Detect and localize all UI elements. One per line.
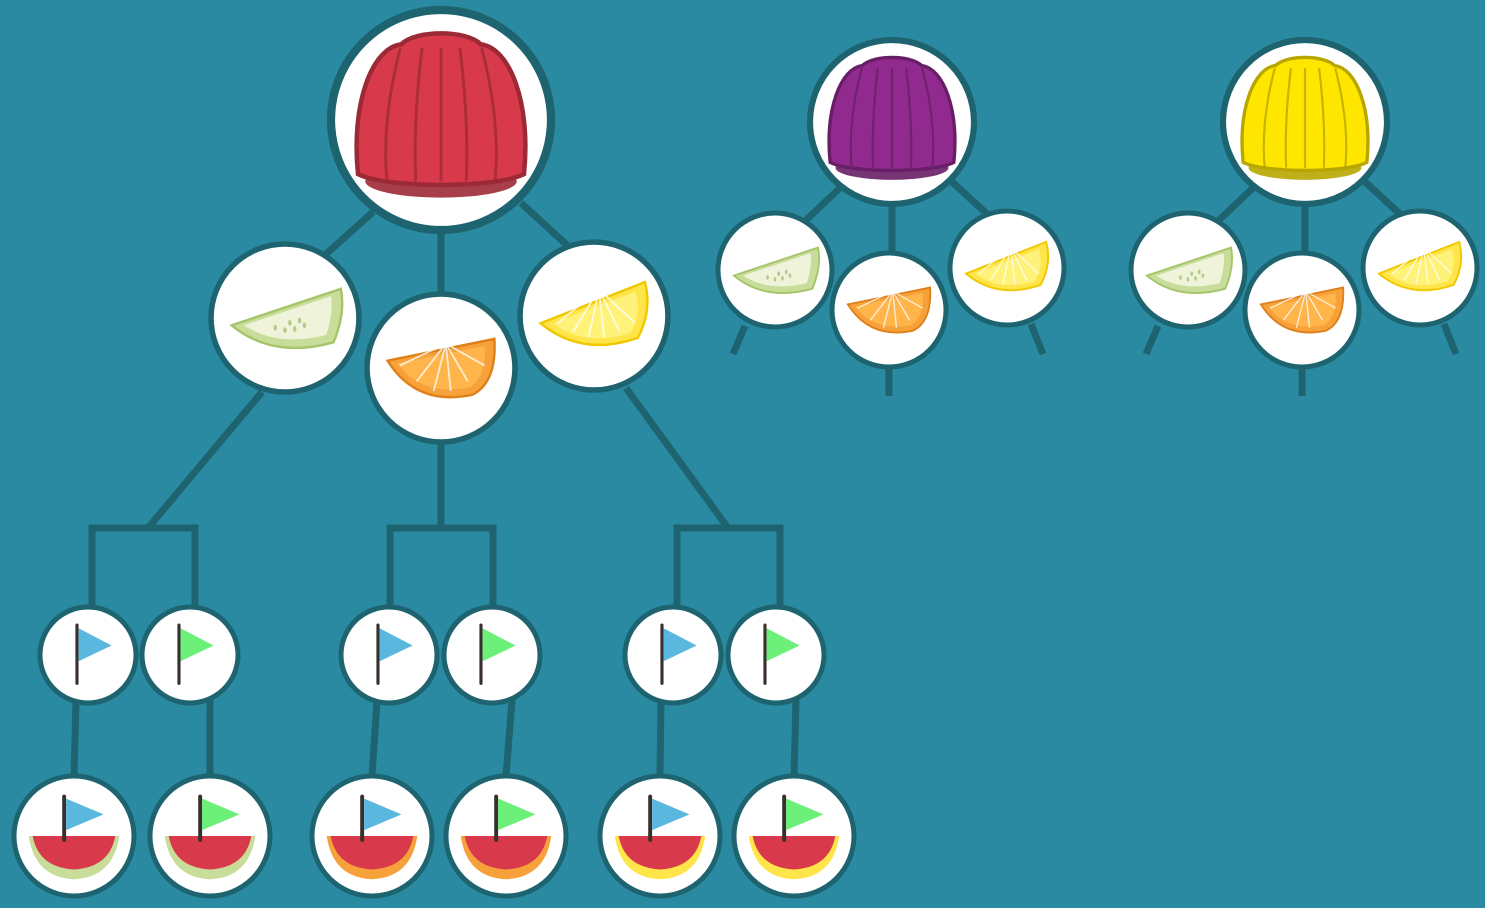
tree-nodes — [11, 5, 1480, 899]
watermelon-boat-icon — [164, 794, 256, 880]
fruit-node-orange — [364, 291, 518, 445]
root-node-red — [326, 5, 556, 235]
branch-line — [70, 699, 80, 777]
watermelon-boat-icon — [326, 794, 418, 880]
lemon-slice-icon — [538, 280, 649, 347]
lemon-slice-icon — [1377, 240, 1463, 292]
branch-stub — [1440, 322, 1460, 356]
branch-bracket — [88, 524, 199, 608]
branch-line — [656, 699, 665, 777]
fruit-node-lemon-tree2 — [947, 208, 1067, 328]
branch-stub — [1027, 322, 1047, 356]
orange-slice-icon — [1259, 286, 1345, 334]
melon-slice-icon — [731, 246, 820, 294]
fruit-node-melon-tree3 — [1128, 210, 1248, 330]
root-node-purple — [806, 36, 978, 208]
jelly-icon — [354, 31, 528, 198]
lemon-slice-icon — [964, 240, 1050, 292]
watermelon-boat-icon — [28, 794, 120, 880]
branch-bracket — [673, 524, 784, 608]
outcome-node-lemon-blue — [597, 773, 723, 899]
outcome-node-orange-green — [443, 773, 569, 899]
root-node-yellow — [1219, 36, 1391, 208]
melon-slice-icon — [1144, 246, 1233, 294]
branch-line — [502, 699, 516, 777]
branch-line — [1360, 177, 1403, 217]
branch-line — [322, 209, 376, 258]
melon-slice-icon — [229, 287, 344, 350]
outcome-node-orange-blue — [309, 773, 435, 899]
orange-slice-icon — [846, 286, 932, 334]
flag-icon — [177, 623, 214, 685]
fruit-node-lemon — [517, 239, 671, 393]
tree-branches — [70, 177, 1460, 777]
flag-node-green — [725, 604, 827, 706]
fruit-node-orange-tree2 — [829, 250, 949, 370]
fruit-node-orange-tree3 — [1242, 250, 1362, 370]
branch-line — [518, 200, 571, 249]
flag-icon — [479, 623, 516, 685]
outcome-node-lemon-green — [731, 773, 857, 899]
branch-line — [368, 699, 381, 777]
branch-line — [947, 177, 990, 217]
flag-icon — [660, 623, 697, 685]
outcome-node-melon-blue — [11, 773, 137, 899]
branch-line — [801, 185, 843, 225]
flag-node-green — [441, 604, 543, 706]
flag-node-blue — [622, 604, 724, 706]
flag-node-blue — [338, 604, 440, 706]
flag-node-blue — [37, 604, 139, 706]
fruit-node-melon — [208, 241, 362, 395]
branch-line — [145, 389, 265, 531]
branch-stub — [1142, 324, 1162, 356]
orange-slice-icon — [385, 337, 496, 399]
flag-icon — [75, 623, 112, 685]
flag-node-green — [139, 604, 241, 706]
branch-line — [790, 699, 800, 777]
watermelon-boat-icon — [460, 794, 552, 880]
watermelon-boat-icon — [748, 794, 840, 880]
fruit-node-melon-tree2 — [715, 210, 835, 330]
jelly-icon — [1240, 55, 1370, 180]
flag-icon — [763, 623, 800, 685]
branch-line — [1214, 185, 1256, 225]
fruit-node-lemon-tree3 — [1360, 208, 1480, 328]
branch-stub — [729, 324, 749, 356]
watermelon-boat-icon — [614, 794, 706, 880]
flag-icon — [376, 623, 413, 685]
branch-bracket — [386, 524, 497, 608]
outcome-node-melon-green — [147, 773, 273, 899]
jelly-icon — [827, 55, 957, 180]
branch-line — [623, 385, 731, 531]
